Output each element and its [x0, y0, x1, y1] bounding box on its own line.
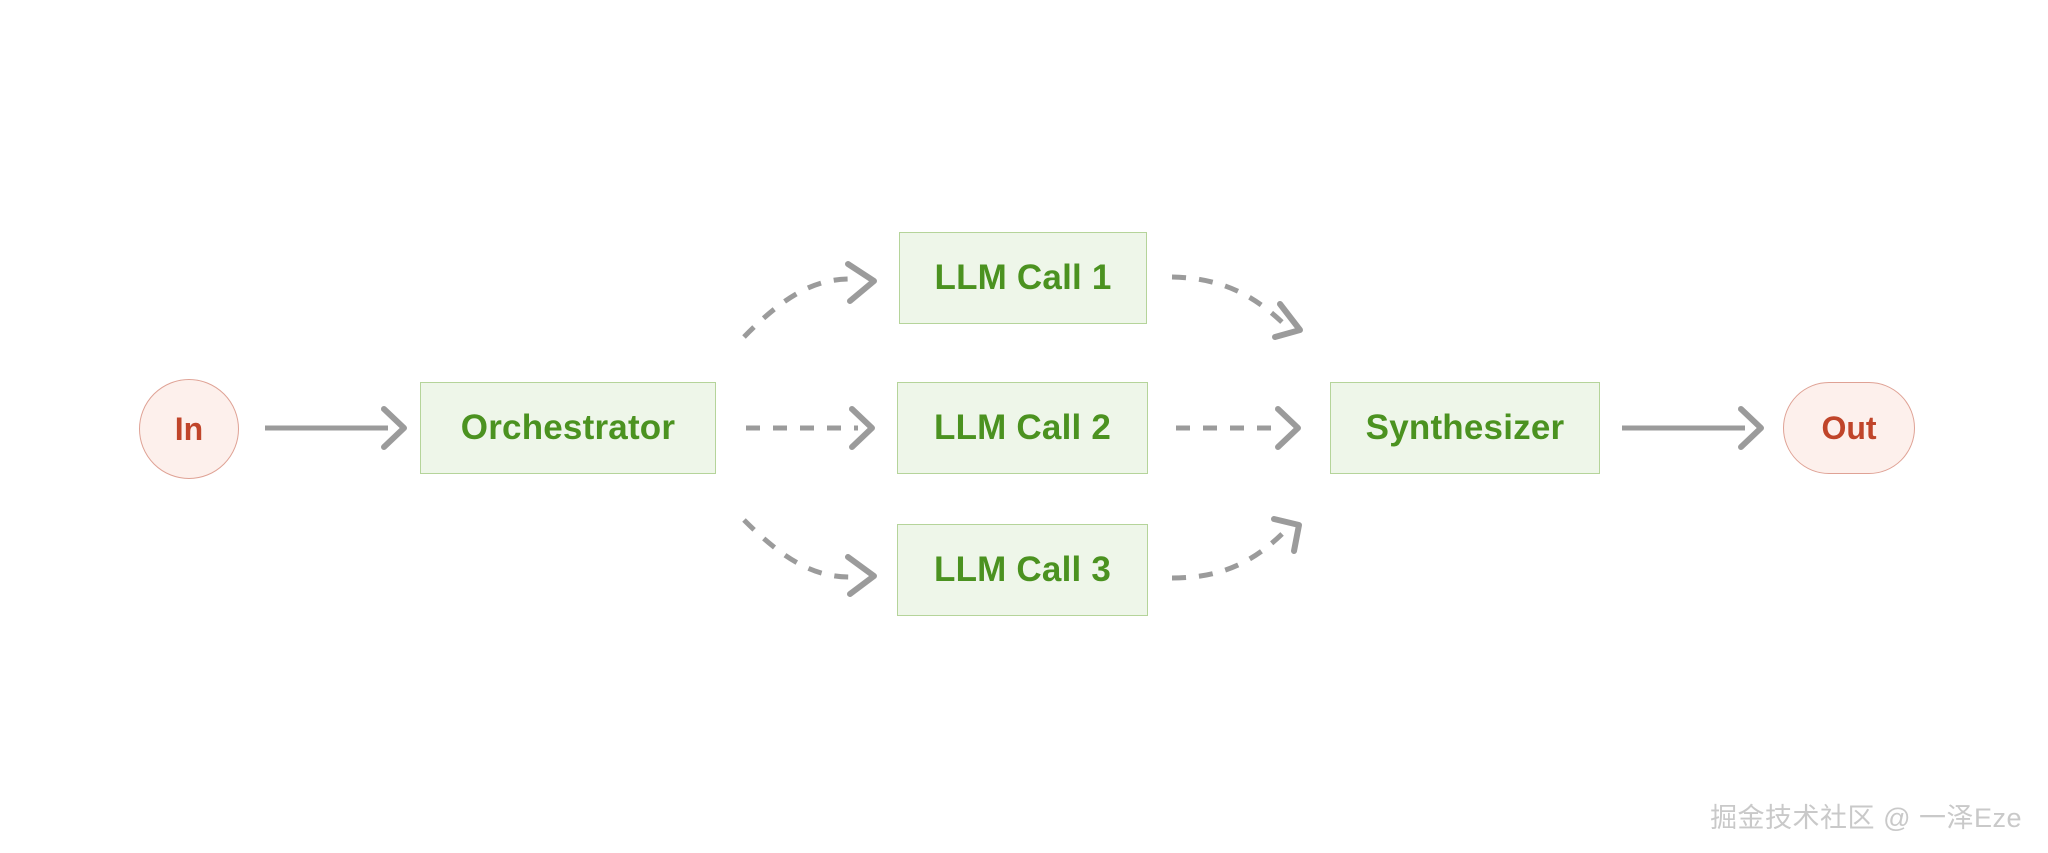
node-orchestrator-label: Orchestrator — [460, 408, 676, 447]
connector-orchestrator-to-llm-call-1 — [742, 261, 877, 339]
node-orchestrator[interactable]: Orchestrator — [420, 382, 716, 474]
connector-llm-call-2-to-synthesizer — [1176, 406, 1301, 450]
node-llm-call-2[interactable]: LLM Call 2 — [897, 382, 1148, 474]
node-synthesizer-label: Synthesizer — [1365, 408, 1565, 447]
connector-llm-call-1-to-synthesizer — [1171, 274, 1303, 340]
connector-synthesizer-to-out — [1622, 406, 1764, 450]
node-llm-call-2-label: LLM Call 2 — [933, 408, 1112, 447]
node-input[interactable]: In — [139, 379, 239, 479]
connector-in-to-orchestrator — [265, 406, 407, 450]
connector-orchestrator-to-llm-call-3 — [742, 518, 877, 597]
connector-orchestrator-to-llm-call-2 — [746, 406, 875, 450]
node-output-label: Out — [1821, 409, 1877, 446]
node-llm-call-3[interactable]: LLM Call 3 — [897, 524, 1148, 616]
node-input-label: In — [174, 410, 204, 447]
node-llm-call-1[interactable]: LLM Call 1 — [899, 232, 1147, 324]
node-llm-call-1-label: LLM Call 1 — [934, 258, 1112, 297]
watermark: 掘金技术社区 @ 一泽Eze — [1710, 803, 2022, 833]
node-output[interactable]: Out — [1783, 382, 1915, 474]
node-synthesizer[interactable]: Synthesizer — [1330, 382, 1600, 474]
connector-llm-call-3-to-synthesizer — [1171, 516, 1302, 581]
node-llm-call-3-label: LLM Call 3 — [933, 550, 1112, 589]
